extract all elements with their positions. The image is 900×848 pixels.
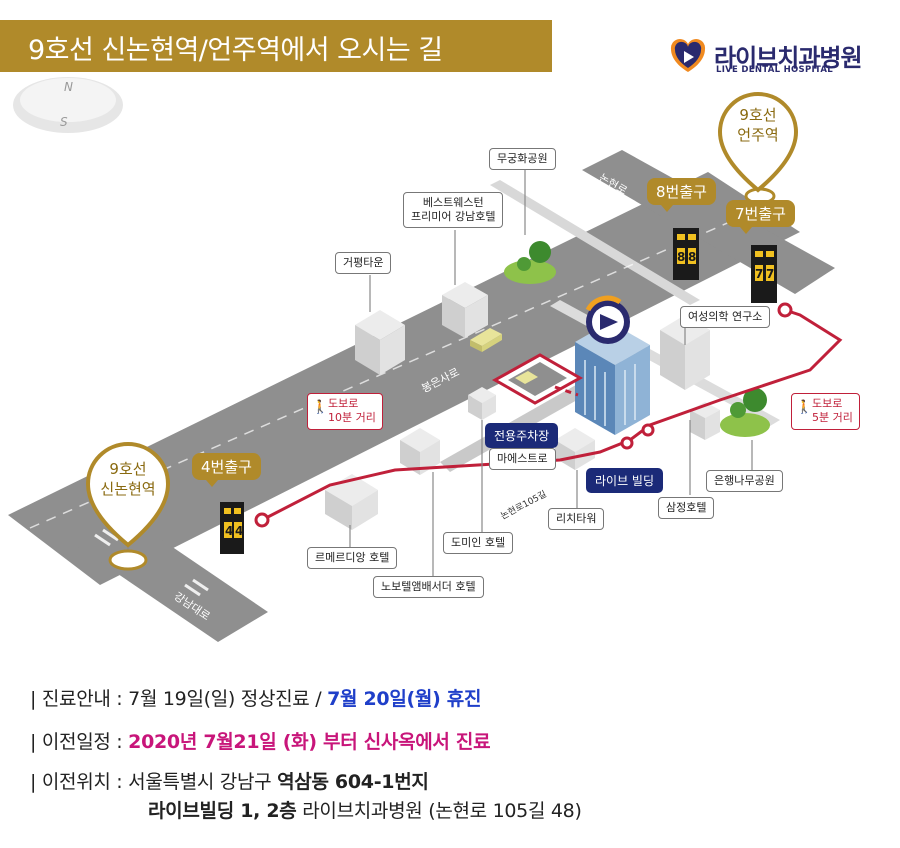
landmark-bestwestern: 베스트웨스턴 프리미어 강남호텔 — [403, 192, 504, 228]
info-text: 7월 19일(일) 정상진료 / — [128, 688, 328, 710]
building-geopyeong — [355, 310, 405, 375]
title-bar: 9호선 신논현역/언주역에서 오시는 길 — [0, 20, 552, 72]
walking-person-icon: 🚶 — [796, 400, 813, 415]
compass: N S — [13, 77, 123, 133]
info-area-bg — [0, 665, 900, 848]
walk-5min-line2: 5분 거리 — [812, 411, 853, 425]
building-maestro — [555, 428, 595, 470]
info-row-schedule: | 이전일정 : 2020년 7월21일 (화) 부터 신사옥에서 진료 — [30, 727, 491, 754]
building-lemeridien — [325, 474, 378, 530]
walk-5min-label: 🚶 도보로 5분 거리 — [791, 393, 860, 430]
walking-person-icon: 🚶 — [312, 400, 329, 415]
exit-8-label: 8번출구 — [647, 178, 716, 212]
exit-post-4-number: 4 — [235, 524, 243, 538]
compass-north: N — [64, 80, 73, 94]
landmark-yeoseong: 여성의학 연구소 — [680, 306, 771, 328]
cars — [470, 328, 502, 352]
exit-post-4: 4 4 — [220, 502, 244, 554]
compass-south: S — [60, 115, 68, 129]
landmark-bestwestern-line1: 베스트웨스턴 — [422, 196, 484, 209]
info-bold: 라이브빌딩 1, 2층 — [148, 800, 297, 822]
building-samjeong — [690, 402, 720, 440]
exit-post-7-number: 7 — [755, 267, 763, 281]
exit-post-8: 8 8 — [673, 228, 699, 280]
building-live — [575, 295, 650, 435]
station-name: 신논현역 — [100, 479, 156, 498]
landmark-mugunghwa: 무궁화공원 — [489, 148, 556, 170]
building-bestwestern — [442, 282, 488, 338]
building-dormy — [468, 387, 496, 420]
station-pin-eonju — [717, 92, 799, 193]
station-eonju-label: 9호선 언주역 — [722, 106, 794, 145]
info-text: 라이브치과병원 (논현로 105길 48) — [296, 800, 582, 822]
walk-10min-label: 🚶 도보로 10분 거리 — [307, 393, 383, 430]
exit-post-4-number: 4 — [225, 524, 233, 538]
landmark-geopyeong: 거평타운 — [335, 252, 392, 274]
building-novotel — [400, 428, 440, 475]
road-gangnam — [68, 510, 268, 642]
info-highlight: 2020년 7월21일 (화) 부터 신사옥에서 진료 — [128, 731, 491, 753]
tooth-logo-icon — [670, 39, 706, 72]
station-line: 9호선 — [109, 460, 147, 478]
exit-post-7: 7 7 — [751, 245, 777, 303]
landmark-novotel: 노보텔앰배서더 호텔 — [373, 576, 484, 598]
side-street — [490, 180, 700, 305]
trees — [504, 241, 770, 437]
hospital-logo: 라이브치과병원 LIVE DENTAL HOSPITAL — [668, 38, 883, 78]
station-line: 9호선 — [739, 106, 777, 124]
station-pin-sinnonhyeon — [85, 442, 171, 548]
info-label: | 진료안내 : — [30, 688, 129, 710]
exit-post-8-number: 8 — [688, 250, 696, 264]
info-label: | 이전일정 : — [30, 731, 129, 753]
walking-route — [261, 308, 843, 522]
live-building-badge: 라이브 빌딩 — [586, 468, 664, 493]
parking-badge: 전용주차장 — [485, 423, 559, 448]
exit-7-label: 7번출구 — [726, 200, 795, 234]
station-sinnonhyeon-label: 9호선 신논현역 — [92, 460, 164, 499]
landmark-maestro: 마에스트로 — [489, 448, 556, 470]
info-highlight: 7월 20일(월) 휴진 — [327, 688, 482, 710]
exit-post-7-number: 7 — [766, 267, 774, 281]
landmark-bestwestern-line2: 프리미어 강남호텔 — [411, 209, 496, 223]
info-text: 서울특별시 강남구 — [128, 771, 278, 793]
info-row-location: | 이전위치 : 서울특별시 강남구 역삼동 604-1번지 — [30, 767, 429, 794]
parking-lot — [491, 353, 584, 405]
exit-post-8-number: 8 — [677, 250, 685, 264]
walk-10min-line2: 10분 거리 — [328, 411, 376, 425]
landmark-dormy: 도미인 호텔 — [443, 532, 514, 554]
walk-5min-line1: 도보로 — [812, 397, 843, 410]
landmark-lemeridien: 르메르디앙 호텔 — [307, 547, 398, 569]
logo-name: 라이브치과병원 — [714, 44, 863, 72]
info-label: | 이전위치 : — [30, 771, 129, 793]
logo-subtitle: LIVE DENTAL HOSPITAL — [716, 65, 833, 75]
landmark-richtower: 리치타워 — [548, 508, 605, 530]
landmark-eunhaeng: 은행나무공원 — [706, 470, 783, 492]
exit-4-label: 4번출구 — [192, 453, 261, 487]
landmark-samjeong: 삼정호텔 — [658, 497, 715, 519]
walk-10min-line1: 도보로 — [328, 397, 359, 410]
station-name: 언주역 — [737, 125, 779, 144]
buildings — [325, 282, 720, 530]
info-row-hours: | 진료안내 : 7월 19일(일) 정상진료 / 7월 20일(월) 휴진 — [30, 684, 481, 711]
route-nodes — [254, 302, 793, 528]
info-bold: 역삼동 604-1번지 — [277, 771, 429, 793]
info-row-location-2: 라이브빌딩 1, 2층 라이브치과병원 (논현로 105길 48) — [148, 796, 582, 823]
page-title: 9호선 신논현역/언주역에서 오시는 길 — [28, 35, 443, 66]
